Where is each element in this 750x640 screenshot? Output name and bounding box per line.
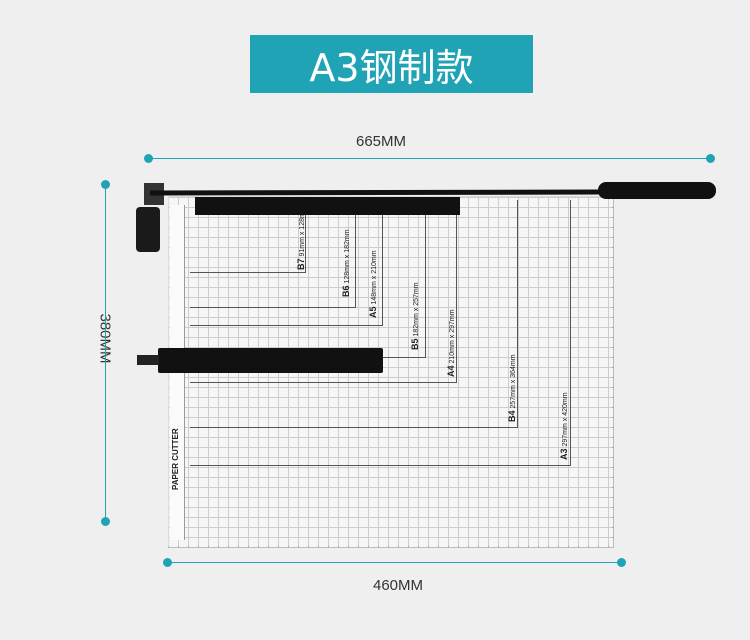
width-label-top: 665MM (356, 133, 407, 150)
cutter-arm (149, 189, 601, 196)
base-width-label: 460MM (373, 577, 424, 594)
height-dimension-line (105, 185, 106, 522)
width-dimension-line (150, 158, 712, 159)
frame-b6 (190, 200, 356, 308)
dimension-dot (101, 180, 110, 189)
guide-knob (137, 355, 159, 365)
dimension-dot (101, 517, 110, 526)
dimension-dot (144, 154, 153, 163)
pivot-knob (136, 207, 160, 252)
cutter-handle (598, 182, 716, 199)
frame-a3 (190, 200, 571, 466)
paper-guide-bar (158, 348, 383, 373)
dimension-dot (163, 558, 172, 567)
base-dimension-line (168, 562, 622, 563)
dimension-dot (706, 154, 715, 163)
cutting-blade (195, 197, 460, 215)
frame-a5 (190, 200, 383, 326)
frame-b7 (190, 200, 306, 273)
dimension-dot (617, 558, 626, 567)
frame-a4 (190, 200, 457, 383)
frame-b4 (190, 200, 518, 428)
title-banner: A3钢制款 (250, 35, 533, 93)
